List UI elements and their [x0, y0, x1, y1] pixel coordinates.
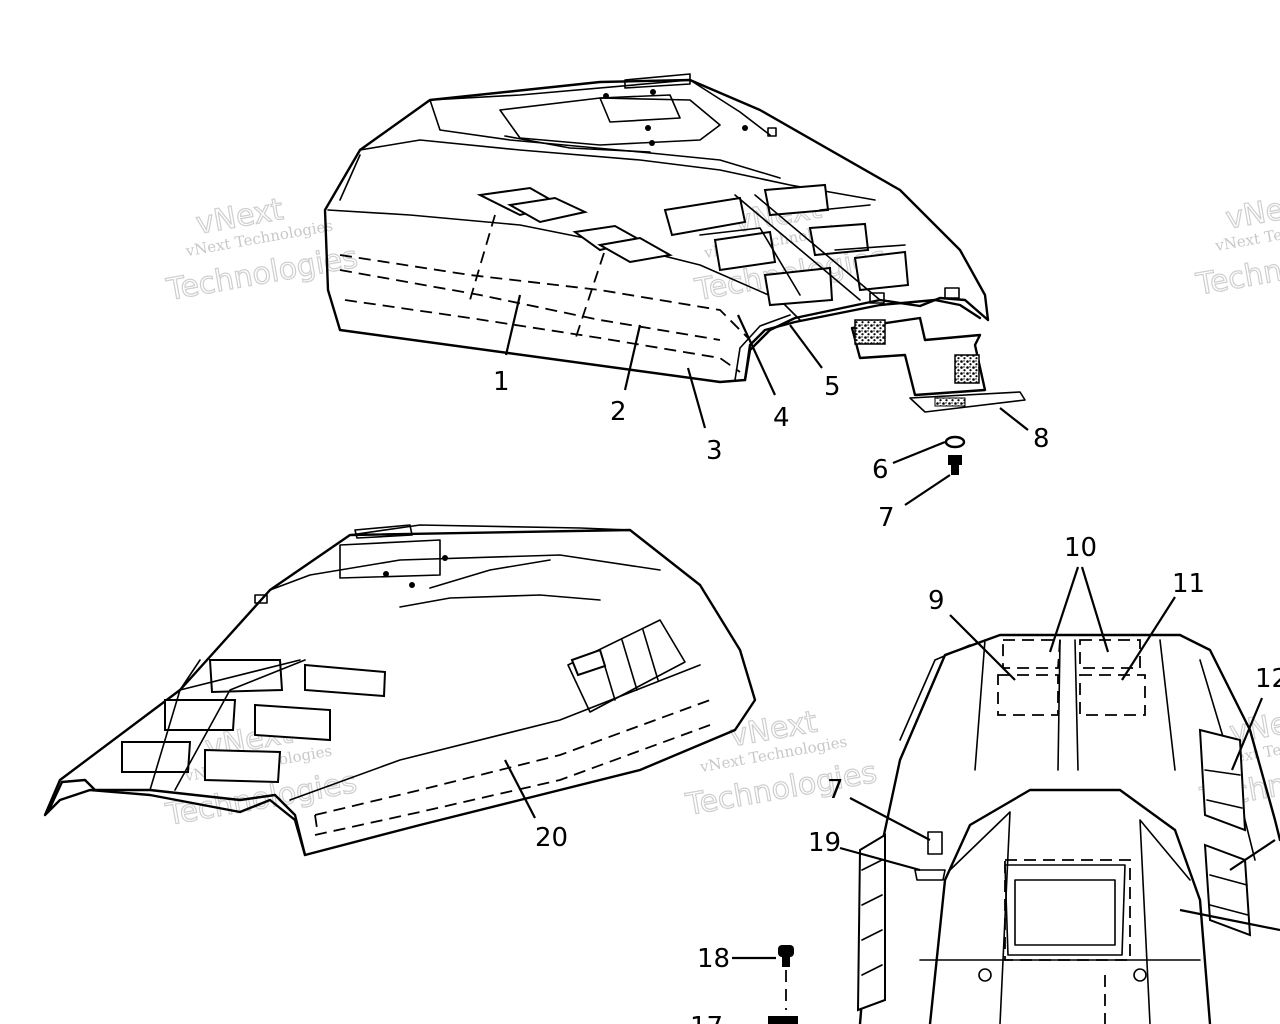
callout-18: 18: [697, 944, 730, 974]
callout-7b: 7: [827, 775, 844, 805]
washer: [944, 435, 966, 449]
callout-4: 4: [773, 403, 790, 433]
callout-19: 19: [808, 828, 841, 858]
callouts: 1 2 3 4 5 6 7 8 9 10 11 12 7 19 18 17 20: [493, 367, 1280, 1024]
hood-side-view: [43, 524, 757, 857]
watermark-1: vNext vNext Technologies Technologies: [163, 191, 361, 308]
callout-9: 9: [928, 586, 945, 616]
leader-lines: [504, 294, 1280, 960]
bracket: [850, 316, 1026, 413]
callout-6: 6: [872, 455, 889, 485]
callout-5: 5: [824, 372, 841, 402]
callout-11: 11: [1172, 569, 1205, 599]
watermark-5: vNext vNext Technologies Technologies: [682, 704, 880, 824]
callout-12: 12: [1255, 664, 1280, 694]
screw-18: [768, 945, 798, 1024]
callout-17: 17: [690, 1012, 723, 1024]
callout-1: 1: [493, 367, 510, 397]
hood-front-view: [856, 633, 1280, 1024]
callout-8: 8: [1033, 424, 1050, 454]
callout-2: 2: [610, 397, 627, 427]
hood-top-view: [323, 73, 990, 384]
callout-7: 7: [878, 503, 895, 533]
callout-20: 20: [535, 823, 568, 853]
watermark-3: vNext vNext Technologies Technologies: [1192, 186, 1280, 303]
screw: [948, 455, 962, 475]
callout-10: 10: [1064, 533, 1097, 563]
callout-3: 3: [706, 436, 723, 466]
